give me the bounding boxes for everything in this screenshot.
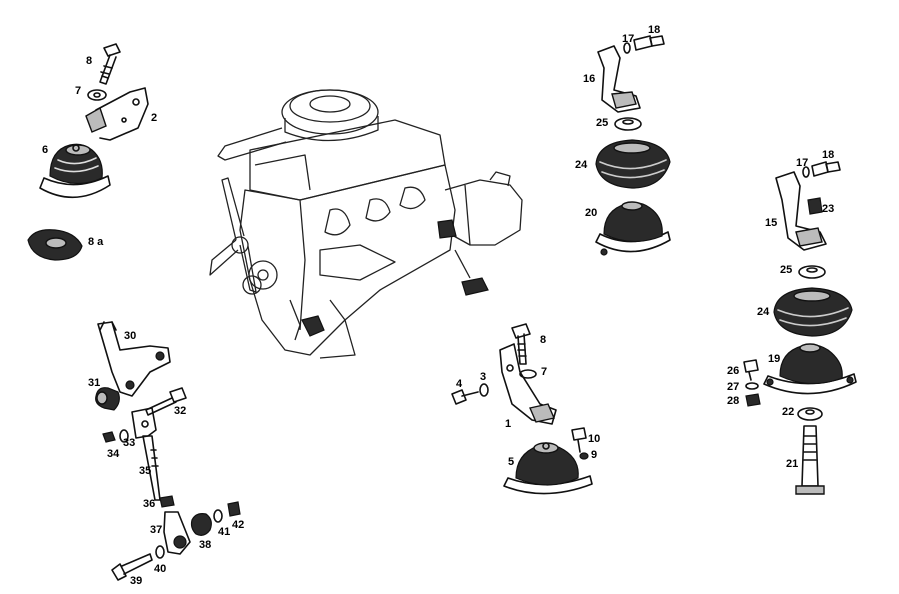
engine-block-illustration	[209, 89, 523, 359]
washer-27	[745, 382, 759, 390]
bushing-38	[190, 513, 212, 536]
rubber-mount-5	[503, 442, 593, 495]
part-label-l24a: 24	[575, 159, 588, 171]
rubber-pad-8a	[27, 229, 83, 261]
part-label-l7a: 7	[75, 85, 81, 97]
part-label-l22: 22	[782, 406, 794, 418]
part-label-l21: 21	[786, 458, 798, 470]
nut-36	[159, 495, 175, 508]
bracket-1	[499, 343, 557, 425]
part-label-l25a: 25	[596, 117, 608, 129]
part-label-l19: 19	[768, 353, 780, 365]
washer-33	[119, 429, 129, 443]
rubber-mount-20	[595, 201, 671, 256]
part-label-l40: 40	[154, 563, 166, 575]
washer-25	[614, 117, 642, 131]
part-label-l8b: 8	[540, 334, 546, 346]
link-37	[163, 511, 191, 555]
part-label-l8c: 8 a	[88, 236, 104, 248]
part-label-l35: 35	[139, 465, 151, 477]
part-label-l8a: 8	[86, 55, 92, 67]
rear-left-mount-group	[95, 321, 241, 581]
part-label-l17b: 17	[796, 157, 808, 169]
part-label-l9: 9	[591, 449, 597, 461]
bolt-39	[111, 553, 153, 581]
front-left-mount-group	[27, 43, 149, 261]
part-label-l18a: 18	[648, 24, 660, 36]
part-label-l33: 33	[123, 437, 135, 449]
washer-41	[213, 509, 223, 523]
bracket-16	[597, 45, 641, 113]
rubber-mount-6	[39, 143, 111, 199]
part-label-l5: 5	[508, 456, 514, 468]
washer-17	[623, 42, 631, 54]
bracket-30	[97, 321, 171, 397]
part-label-l6: 6	[42, 144, 48, 156]
part-label-l2: 2	[151, 112, 157, 124]
rubber-boot-24	[595, 139, 671, 189]
washer-7-center	[519, 369, 537, 379]
rubber-boot-24-right	[773, 287, 853, 337]
part-label-l16: 16	[583, 73, 595, 85]
part-label-l15: 15	[765, 217, 777, 229]
nut-42	[227, 501, 241, 517]
part-label-l4: 4	[456, 378, 463, 390]
washer-17-right	[802, 166, 810, 178]
part-label-l17a: 17	[622, 33, 634, 45]
washer-25-right	[798, 265, 826, 279]
part-label-l26: 26	[727, 365, 739, 377]
part-label-l28: 28	[727, 395, 739, 407]
part-label-l36: 36	[143, 498, 155, 510]
bolt-21	[795, 425, 825, 495]
bolt-4	[451, 389, 467, 405]
nut-34	[102, 431, 116, 443]
right-front-mount-group	[595, 35, 671, 256]
washer-22	[797, 407, 823, 421]
part-label-l34: 34	[107, 448, 120, 460]
nut-23	[807, 197, 823, 215]
bolt-32	[145, 387, 187, 416]
bracket-15	[775, 171, 827, 251]
washer-40	[155, 545, 165, 559]
nut-28	[745, 393, 761, 407]
part-label-l38: 38	[199, 539, 211, 551]
rubber-mount-19	[763, 343, 857, 395]
washer-7	[87, 89, 107, 101]
part-label-l24b: 24	[757, 306, 770, 318]
bolt-8-center	[511, 323, 531, 365]
bushing-31	[95, 387, 120, 411]
bracket-2	[85, 87, 149, 141]
part-label-l42: 42	[232, 519, 244, 531]
part-label-l18b: 18	[822, 149, 834, 161]
part-label-l23: 23	[822, 203, 834, 215]
bolt-8	[99, 43, 121, 85]
part-label-l20: 20	[585, 207, 597, 219]
part-label-l3: 3	[480, 371, 486, 383]
part-label-l7b: 7	[541, 366, 547, 378]
part-label-l25b: 25	[780, 264, 792, 276]
center-mount-group	[451, 323, 593, 495]
washer-3	[479, 383, 489, 397]
part-label-l31: 31	[88, 377, 100, 389]
part-label-l1: 1	[505, 418, 511, 430]
part-label-l10: 10	[588, 433, 600, 445]
part-label-l32: 32	[174, 405, 186, 417]
part-label-l37: 37	[150, 524, 162, 536]
part-label-l30: 30	[124, 330, 136, 342]
part-label-l41: 41	[218, 526, 230, 538]
right-rear-mount-group	[743, 161, 857, 495]
part-label-l39: 39	[130, 575, 142, 587]
bolt-26	[743, 359, 759, 373]
part-label-l27: 27	[727, 381, 739, 393]
bolt-10	[571, 427, 587, 441]
nut-9	[579, 452, 589, 460]
